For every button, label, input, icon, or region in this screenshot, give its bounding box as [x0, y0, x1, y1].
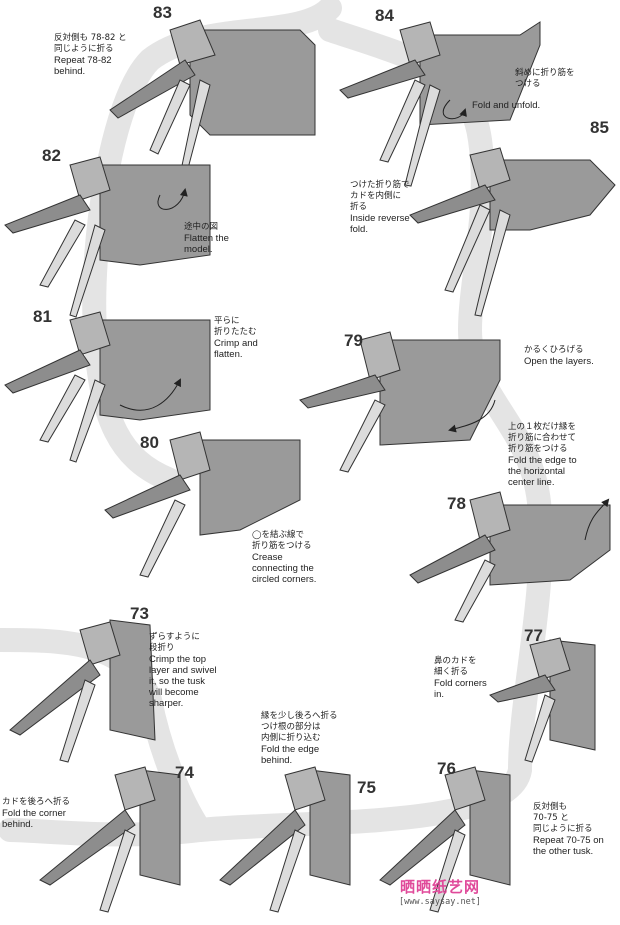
- watermark: 晒晒纸艺网 [www.saysay.net]: [385, 876, 495, 907]
- step-number: 78: [447, 494, 466, 513]
- model-83: [109, 19, 316, 177]
- step-number: 74: [175, 763, 194, 782]
- model-79: [299, 331, 501, 473]
- step-number: 80: [140, 433, 159, 452]
- watermark-url: [www.saysay.net]: [399, 897, 481, 907]
- step-number: 83: [153, 3, 172, 22]
- step-caption: 斜めに折り筋をつける: [515, 68, 575, 89]
- watermark-text: 晒晒纸艺网: [399, 878, 480, 896]
- model-84: [339, 21, 541, 187]
- step-number: 73: [130, 604, 149, 623]
- model-76: [379, 766, 511, 913]
- model-75: [219, 766, 351, 913]
- model-81: [4, 311, 211, 463]
- model-85: [409, 147, 616, 317]
- model-82: [4, 156, 211, 318]
- model-74: [39, 766, 181, 913]
- step-number: 82: [42, 146, 61, 165]
- step-number: 81: [33, 307, 52, 326]
- model-80: [104, 431, 301, 578]
- step-caption: Fold and unfold.: [472, 100, 541, 111]
- step-caption: かるくひろげる Open the layers.: [524, 345, 594, 367]
- model-73: [9, 619, 156, 763]
- model-78: [409, 491, 611, 623]
- step-number: 85: [590, 118, 609, 137]
- step-number: 84: [375, 6, 394, 25]
- step-number: 75: [357, 778, 376, 797]
- step-caption: 上の１枚だけ縁を折り筋に合わせて折り筋をつける Fold the edge to…: [508, 422, 577, 488]
- step-number: 77: [524, 626, 543, 645]
- step-number: 79: [344, 331, 363, 350]
- step-number: 76: [437, 759, 456, 778]
- model-77: [489, 637, 596, 763]
